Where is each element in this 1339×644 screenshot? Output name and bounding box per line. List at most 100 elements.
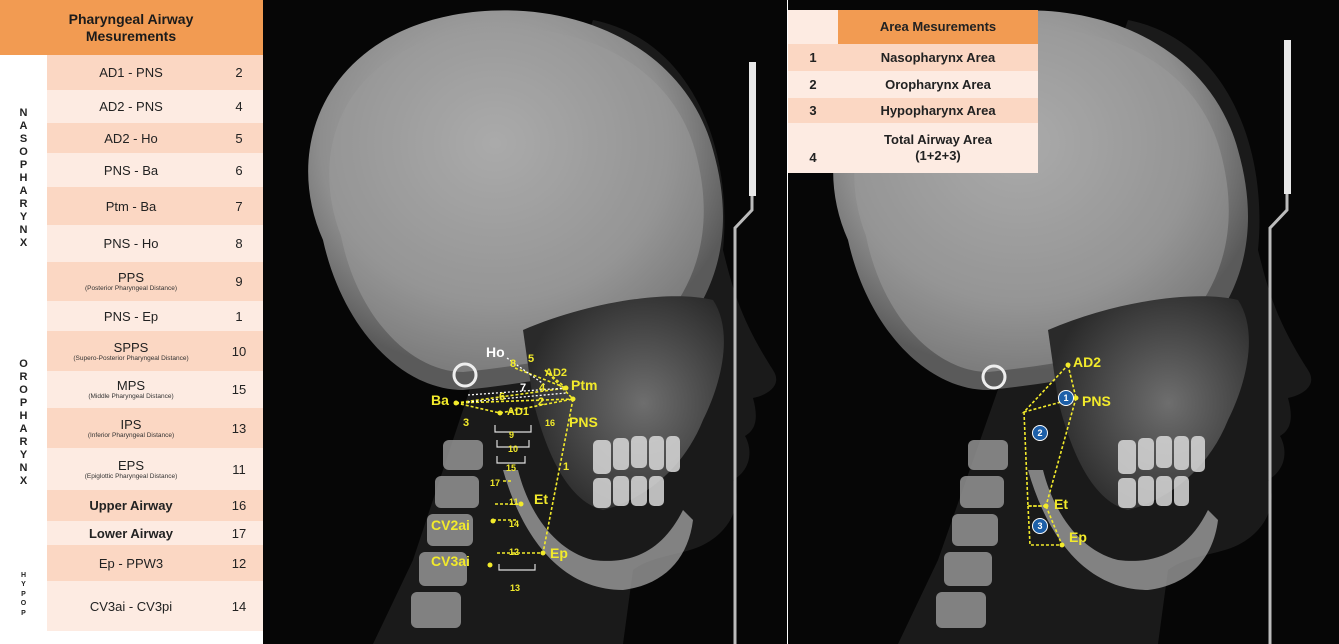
oropharynx-letter: H (20, 410, 28, 423)
area-name: Nasopharynx Area (838, 50, 1038, 66)
measure-11: 11 (509, 495, 519, 509)
measure-2: 2 (538, 395, 544, 409)
table-row: SPPS(Supero-Posterior Pharyngeal Distanc… (47, 331, 263, 371)
measurement-label: PNS - Ho (47, 236, 215, 251)
measurement-label: Lower Airway (47, 526, 215, 541)
measurement-number: 9 (215, 274, 263, 289)
measurement-label: Ptm - Ba (47, 199, 215, 214)
area-measurements-table: Area Mesurements 1Nasopharynx Area2Oroph… (788, 10, 1038, 173)
nasopharynx-letter: N (20, 224, 28, 237)
measurement-number: 13 (215, 421, 263, 436)
landmark-et: Et (534, 492, 548, 506)
measure-7: 7 (520, 381, 526, 395)
landmark-ad1: AD1 (507, 405, 529, 419)
measure-13: 13 (510, 581, 520, 595)
table-header-corner (0, 0, 47, 55)
measurement-label: AD2 - Ho (47, 131, 215, 146)
measurement-number: 1 (215, 309, 263, 324)
measure-12: 12 (509, 545, 519, 559)
oropharynx-letter: N (20, 462, 28, 475)
measurement-name: AD1 - PNS (99, 65, 163, 80)
hypopharynx-letter: P (21, 609, 26, 619)
measurement-number: 6 (215, 163, 263, 178)
landmark-ptm: Ptm (571, 378, 597, 392)
cephalometric-xray-left: Ho 8 5 AD2 Ptm 7 4 Ba 6 2 AD1 PNS 3 16 9… (263, 0, 787, 644)
table-row: MPS(Middle Pharyngeal Distance)15 (47, 371, 263, 408)
skull-illustration (263, 0, 787, 644)
table-row: PPS(Posterior Pharyngeal Distance)9 (47, 262, 263, 301)
table-row: AD2 - Ho 5 (47, 123, 263, 153)
landmark-ho: Ho (486, 345, 505, 359)
oropharynx-letter: P (20, 397, 27, 410)
measure-17: 17 (490, 476, 500, 490)
measure-9: 9 (509, 428, 514, 442)
area-number: 3 (788, 103, 838, 118)
table-row: Ptm - Ba7 (47, 187, 263, 225)
measurement-label: EPS(Epiglottic Pharyngeal Distance) (47, 458, 215, 481)
measurement-name: EPS (118, 458, 144, 473)
nasopharynx-letter: X (20, 237, 27, 250)
nasopharynx-letter: Y (20, 211, 27, 224)
measurement-name: PPS (118, 270, 144, 285)
measure-3: 3 (463, 416, 469, 430)
measurement-label: SPPS(Supero-Posterior Pharyngeal Distanc… (47, 340, 215, 363)
table-row: IPS(Inferior Pharyngeal Distance)13 (47, 408, 263, 448)
area-name: Oropharynx Area (838, 77, 1038, 93)
ruler-scale (749, 62, 756, 196)
measurement-number: 11 (215, 462, 263, 477)
hypopharynx-letter: P (21, 590, 26, 600)
area-landmark-ad2: AD2 (1073, 355, 1101, 369)
oropharynx-letter: O (19, 384, 28, 397)
measurement-name: AD2 - Ho (104, 131, 157, 146)
measurement-label: MPS(Middle Pharyngeal Distance) (47, 378, 215, 401)
area-table-row: 4Total Airway Area(1+2+3) (788, 123, 1038, 173)
oropharynx-letter: O (19, 358, 28, 371)
measure-14: 14 (509, 517, 519, 531)
landmark-pns: PNS (569, 415, 598, 429)
measurement-name: PNS - Ho (104, 236, 159, 251)
measurement-number: 10 (215, 344, 263, 359)
measurement-label: Ep - PPW3 (47, 556, 215, 571)
nasopharynx-letter: O (19, 146, 28, 159)
measure-5: 5 (528, 352, 534, 366)
area-number: 2 (788, 77, 838, 92)
measurement-name: PNS - Ba (104, 163, 158, 178)
measurement-name: Ptm - Ba (106, 199, 157, 214)
measurement-description: (Middle Pharyngeal Distance) (47, 393, 215, 401)
area-marker-2: 2 (1032, 425, 1048, 441)
measurement-label: PNS - Ep (47, 309, 215, 324)
hypopharynx-letter: O (21, 599, 26, 609)
landmark-ba: Ba (431, 393, 449, 407)
measurement-number: 14 (215, 599, 263, 614)
measure-6: 6 (499, 390, 505, 404)
measurement-label: PNS - Ba (47, 163, 215, 178)
area-number: 1 (788, 50, 838, 65)
area-table-header: Area Mesurements (788, 10, 1038, 44)
area-marker-3: 3 (1032, 518, 1048, 534)
table-row: EPS(Epiglottic Pharyngeal Distance)11 (47, 448, 263, 490)
measure-4: 4 (539, 381, 545, 395)
measurement-name: CV3ai - CV3pi (90, 599, 172, 614)
area-landmark-pns: PNS (1082, 394, 1111, 408)
oropharynx-letter: X (20, 475, 27, 488)
nasopharynx-letter: A (20, 185, 28, 198)
oropharynx-letter: R (20, 371, 28, 384)
table-row: PNS - Ba 6 (47, 153, 263, 187)
measurement-number: 5 (215, 131, 263, 146)
landmark-cv2ai: CV2ai (431, 518, 470, 532)
nasopharynx-letter: P (20, 159, 27, 172)
measurement-label: AD2 - PNS (47, 99, 215, 114)
oropharynx-letter: A (20, 423, 28, 436)
measurement-description: (Posterior Pharyngeal Distance) (47, 285, 215, 293)
measurement-label: IPS(Inferior Pharyngeal Distance) (47, 417, 215, 440)
area-label: Oropharynx Area (838, 77, 1038, 93)
measurement-name: IPS (121, 417, 142, 432)
hypopharynx-letter: H (21, 571, 26, 581)
